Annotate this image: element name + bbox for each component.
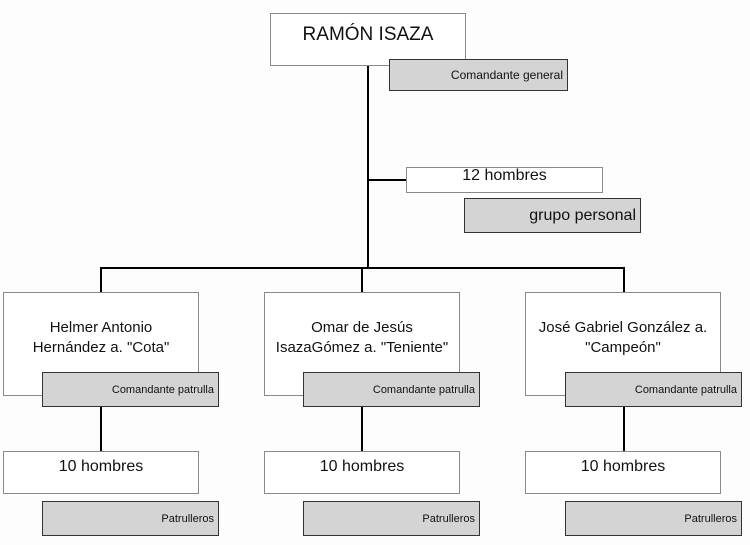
staff-role-label: grupo personal (464, 198, 641, 233)
staff-count: 12 hombres (462, 167, 547, 184)
patrol-unit-count: 10 hombres (580, 458, 666, 475)
patrol-commander-role-label: Comandante patrulla (42, 372, 219, 407)
connector-patrol-1-drop (100, 267, 102, 293)
patrol-unit-count: 10 hombres (58, 458, 144, 475)
patrol-unit-node: 10 hombres (264, 451, 460, 494)
patrol-unit-role-label: Patrulleros (303, 501, 480, 536)
connector-patrol-3-unit (623, 395, 625, 452)
connector-patrol-2-unit (361, 395, 363, 452)
patrol-commander-role: Comandante patrulla (111, 383, 214, 396)
patrol-unit-role-label: Patrulleros (565, 501, 742, 536)
root-node: RAMÓN ISAZA (270, 13, 466, 66)
patrol-unit-role: Patrulleros (161, 512, 214, 525)
connector-patrol-1-unit (100, 395, 102, 452)
connector-patrol-2-drop (361, 267, 363, 293)
patrol-commander-role: Comandante patrulla (372, 383, 475, 396)
patrol-commander-name: Omar de Jesús IsazaGómez a. "Teniente" (275, 319, 449, 356)
patrol-commander-role: Comandante patrulla (634, 383, 737, 396)
patrol-commander-name: José Gabriel González a. "Campeón" (538, 319, 708, 356)
staff-role: grupo personal (529, 206, 636, 224)
patrol-unit-role-label: Patrulleros (42, 501, 219, 536)
staff-node: 12 hombres (406, 167, 603, 193)
root-role-label: Comandante general (389, 59, 568, 91)
patrol-unit-node: 10 hombres (3, 451, 199, 494)
patrol-commander-role-label: Comandante patrulla (303, 372, 480, 407)
patrol-commander-role-label: Comandante patrulla (565, 372, 742, 407)
connector-root-trunk (367, 65, 369, 269)
patrol-unit-role: Patrulleros (684, 512, 737, 525)
connector-staff-branch (368, 179, 406, 181)
connector-patrol-3-drop (623, 267, 625, 293)
patrol-commander-name: Helmer Antonio Hernández a. "Cota" (32, 319, 170, 356)
root-name: RAMÓN ISAZA (302, 24, 434, 45)
patrol-unit-role: Patrulleros (422, 512, 475, 525)
patrol-unit-node: 10 hombres (525, 451, 721, 494)
root-role: Comandante general (450, 68, 563, 82)
patrol-unit-count: 10 hombres (319, 458, 405, 475)
